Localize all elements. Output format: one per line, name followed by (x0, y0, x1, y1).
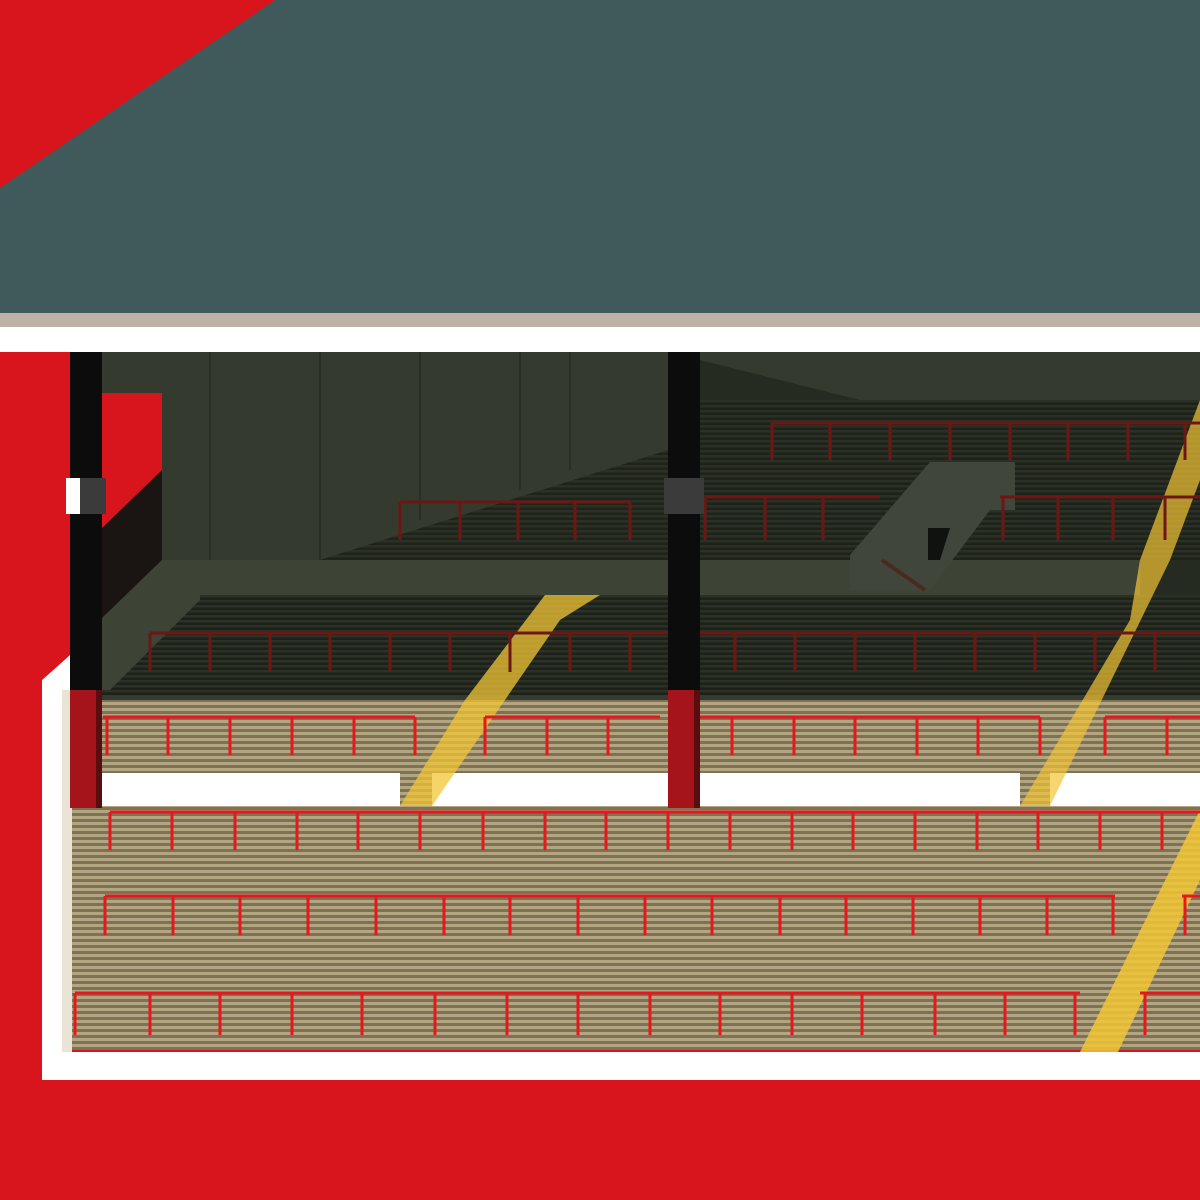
stairwell-block (850, 462, 1015, 590)
left-side-wall-shadow (100, 470, 162, 620)
crush-barrier-row-middle (103, 894, 1200, 935)
sunbeam-left (400, 595, 600, 806)
stairwell-opening (928, 528, 950, 560)
back-wall-panels (209, 352, 571, 560)
left-red-frame-edge (42, 545, 70, 680)
left-barrier-inner (62, 690, 72, 1060)
left-side-ledge (100, 560, 200, 690)
roof-white-band (0, 327, 1200, 352)
roof-fascia (0, 313, 1200, 327)
lower-terrace (70, 700, 1200, 1050)
upper-tier-rows-left (320, 440, 700, 560)
walkway-strip-3 (700, 773, 1020, 806)
walkway-strip-1 (100, 773, 400, 806)
bottom-white-plinth (42, 1052, 1200, 1080)
left-red-frame (0, 352, 42, 1082)
stairwell-rail (880, 558, 927, 592)
walkway-strip-2 (432, 773, 668, 806)
support-pillar-center (664, 352, 704, 808)
crush-barrier-row-upper-tier (398, 421, 1200, 540)
crush-barrier-row-top-lit (103, 715, 1200, 755)
support-pillar-left (66, 352, 106, 808)
sunbeam-lower (1080, 810, 1200, 1052)
middle-tier-shadow (100, 595, 1200, 695)
crush-barrier-row-lower (73, 991, 1200, 1035)
crush-barrier-row-upper (108, 810, 1200, 850)
concourse-ledge (100, 560, 1140, 595)
stand-roof (0, 0, 1200, 313)
left-side-wall (100, 393, 162, 530)
walkway-strip-4 (1050, 773, 1200, 806)
